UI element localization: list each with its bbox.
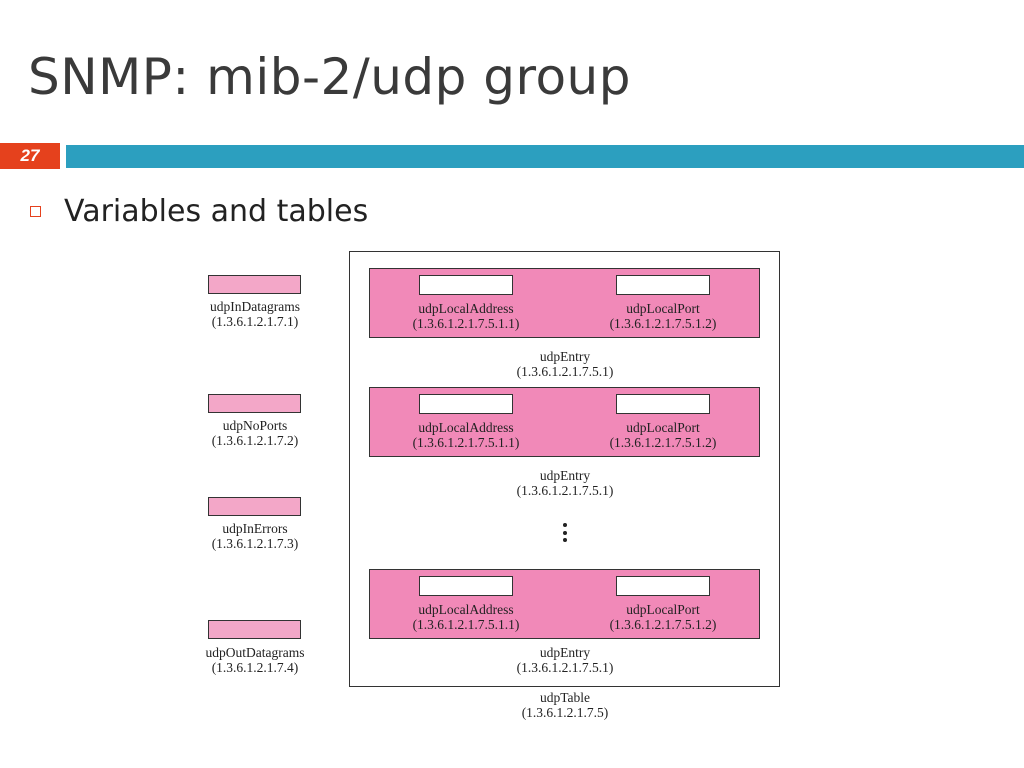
- field-name: udpLocalAddress: [418, 420, 514, 435]
- udp-in-datagrams-label: udpInDatagrams (1.3.6.1.2.1.7.1): [160, 299, 350, 329]
- udp-out-datagrams-box: [208, 620, 301, 639]
- entry-oid: (1.3.6.1.2.1.7.5.1): [516, 660, 614, 675]
- local-port-label: udpLocalPort (1.3.6.1.2.1.7.5.1.2): [563, 301, 763, 331]
- entry-name: udpEntry: [539, 349, 591, 364]
- variable-name: udpInDatagrams: [210, 299, 300, 314]
- local-port-cell: [616, 275, 710, 295]
- table-oid: (1.3.6.1.2.1.7.5): [521, 705, 609, 720]
- field-oid: (1.3.6.1.2.1.7.5.1.1): [412, 316, 520, 331]
- udp-entry-row: udpLocalAddress (1.3.6.1.2.1.7.5.1.1) ud…: [369, 569, 760, 639]
- local-address-cell: [419, 394, 513, 414]
- entry-name: udpEntry: [539, 645, 591, 660]
- field-oid: (1.3.6.1.2.1.7.5.1.1): [412, 435, 520, 450]
- slide-title: SNMP: mib-2/udp group: [28, 48, 631, 106]
- variable-oid: (1.3.6.1.2.1.7.3): [211, 536, 299, 551]
- udp-in-datagrams-box: [208, 275, 301, 294]
- variable-oid: (1.3.6.1.2.1.7.2): [211, 433, 299, 448]
- udp-entry-label: udpEntry (1.3.6.1.2.1.7.5.1): [465, 468, 665, 498]
- udp-in-errors-label: udpInErrors (1.3.6.1.2.1.7.3): [160, 521, 350, 551]
- bullet-text: Variables and tables: [64, 194, 369, 229]
- udp-table-label: udpTable (1.3.6.1.2.1.7.5): [465, 690, 665, 720]
- variable-name: udpInErrors: [222, 521, 288, 536]
- field-name: udpLocalPort: [626, 301, 700, 316]
- slide-number-badge: 27: [0, 143, 60, 169]
- udp-in-errors-box: [208, 497, 301, 516]
- square-bullet-icon: [30, 206, 41, 217]
- field-name: udpLocalPort: [626, 420, 700, 435]
- variable-name: udpOutDatagrams: [205, 645, 305, 660]
- udp-entry-label: udpEntry (1.3.6.1.2.1.7.5.1): [465, 645, 665, 675]
- local-address-label: udpLocalAddress (1.3.6.1.2.1.7.5.1.1): [366, 420, 566, 450]
- local-address-cell: [419, 275, 513, 295]
- local-address-label: udpLocalAddress (1.3.6.1.2.1.7.5.1.1): [366, 301, 566, 331]
- udp-entry-row: udpLocalAddress (1.3.6.1.2.1.7.5.1.1) ud…: [369, 387, 760, 457]
- local-address-cell: [419, 576, 513, 596]
- local-port-label: udpLocalPort (1.3.6.1.2.1.7.5.1.2): [563, 420, 763, 450]
- entry-oid: (1.3.6.1.2.1.7.5.1): [516, 483, 614, 498]
- local-port-label: udpLocalPort (1.3.6.1.2.1.7.5.1.2): [563, 602, 763, 632]
- local-port-cell: [616, 394, 710, 414]
- vertical-ellipsis-icon: [561, 523, 569, 546]
- local-address-label: udpLocalAddress (1.3.6.1.2.1.7.5.1.1): [366, 602, 566, 632]
- entry-name: udpEntry: [539, 468, 591, 483]
- entry-oid: (1.3.6.1.2.1.7.5.1): [516, 364, 614, 379]
- field-name: udpLocalAddress: [418, 602, 514, 617]
- variable-oid: (1.3.6.1.2.1.7.4): [211, 660, 299, 675]
- field-oid: (1.3.6.1.2.1.7.5.1.1): [412, 617, 520, 632]
- title-accent-bar: [66, 145, 1024, 168]
- udp-no-ports-label: udpNoPorts (1.3.6.1.2.1.7.2): [160, 418, 350, 448]
- udp-no-ports-box: [208, 394, 301, 413]
- field-name: udpLocalAddress: [418, 301, 514, 316]
- field-oid: (1.3.6.1.2.1.7.5.1.2): [609, 316, 717, 331]
- udp-entry-row: udpLocalAddress (1.3.6.1.2.1.7.5.1.1) ud…: [369, 268, 760, 338]
- field-name: udpLocalPort: [626, 602, 700, 617]
- field-oid: (1.3.6.1.2.1.7.5.1.2): [609, 617, 717, 632]
- variable-oid: (1.3.6.1.2.1.7.1): [211, 314, 299, 329]
- udp-out-datagrams-label: udpOutDatagrams (1.3.6.1.2.1.7.4): [160, 645, 350, 675]
- table-name: udpTable: [539, 690, 591, 705]
- udp-entry-label: udpEntry (1.3.6.1.2.1.7.5.1): [465, 349, 665, 379]
- field-oid: (1.3.6.1.2.1.7.5.1.2): [609, 435, 717, 450]
- local-port-cell: [616, 576, 710, 596]
- variable-name: udpNoPorts: [222, 418, 288, 433]
